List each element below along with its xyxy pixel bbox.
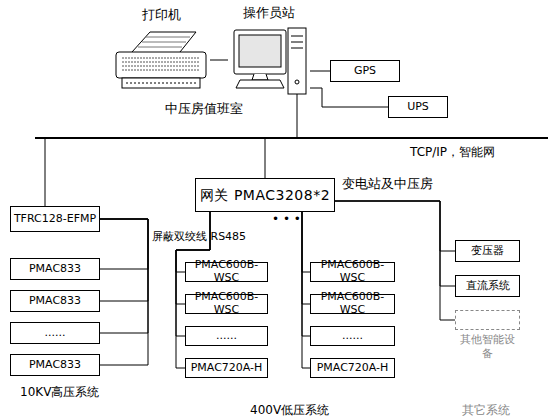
node-text: GPS xyxy=(354,65,376,78)
connector-line xyxy=(302,212,310,272)
annotation-label: 屏蔽双绞线 RS485 xyxy=(152,229,246,244)
drive-bays xyxy=(291,36,303,48)
printer-grille xyxy=(122,58,200,70)
annotation-label: TCP/IP，智能网 xyxy=(410,144,495,161)
node-text: ...... xyxy=(45,327,66,340)
printer-paper xyxy=(132,32,196,52)
node-text: PMAC833 xyxy=(29,295,81,308)
ups-box: UPS xyxy=(388,96,448,118)
gps-box: GPS xyxy=(330,60,400,82)
paper-lines xyxy=(138,37,190,47)
node-text: 其他智能设备 xyxy=(456,333,519,362)
tfrc-box: TFRC128-EFMP xyxy=(10,206,100,232)
node-text: 打印机 xyxy=(142,8,181,23)
connector-line xyxy=(310,88,388,107)
annotation-label: 中压房值班室 xyxy=(165,100,243,118)
device-box: PMAC833 xyxy=(10,354,100,376)
node-text: ...... xyxy=(216,330,237,343)
operator-station: 操作员站 xyxy=(228,6,310,96)
gateway-bus-drop xyxy=(265,138,266,178)
node-text: PMAC833 xyxy=(29,359,81,372)
node-text: PMAC600B-WSC xyxy=(311,259,394,284)
annotation-label: • • • xyxy=(272,212,301,226)
device-box: 变压器 xyxy=(455,240,520,262)
connector-line xyxy=(302,212,310,368)
node-text: PMAC600B-WSC xyxy=(311,291,394,316)
device-box: ...... xyxy=(185,326,268,346)
connector-line xyxy=(100,219,148,301)
printer-illustration xyxy=(116,32,206,88)
monitor-stand xyxy=(252,74,268,80)
node-text: ...... xyxy=(342,330,363,343)
node-text: PMAC720A-H xyxy=(191,362,263,375)
node-text: 网关 PMAC3208*2 xyxy=(200,187,330,203)
device-box: 直流系统 xyxy=(455,275,520,297)
network-lines xyxy=(35,94,548,206)
node-text: 变压器 xyxy=(471,245,504,258)
node-text: 直流系统 xyxy=(466,280,510,293)
monitor-screen xyxy=(239,35,281,67)
node-text: PMAC720A-H xyxy=(317,362,389,375)
tractor-holes xyxy=(126,83,196,84)
tcp-ip-bus xyxy=(35,137,548,139)
device-box: PMAC833 xyxy=(10,258,100,280)
annotation-label: 变电站及中压房 xyxy=(342,175,433,193)
device-box: ...... xyxy=(10,322,100,344)
printer-body xyxy=(116,52,206,78)
connector-line xyxy=(302,212,310,304)
node-text: PMAC600B-WSC xyxy=(186,291,267,316)
computer-illustration xyxy=(234,28,306,94)
node-text: UPS xyxy=(407,101,429,114)
device-box: PMAC720A-H xyxy=(185,358,268,378)
computer-tower xyxy=(288,28,306,94)
connector-line xyxy=(176,212,210,304)
annotation-label: 400V低压系统 xyxy=(250,402,329,419)
connector-line xyxy=(100,219,148,333)
device-box: PMAC600B-WSC xyxy=(310,262,395,282)
station-bus-drop xyxy=(297,94,298,138)
node-text: TFRC128-EFMP xyxy=(14,213,96,226)
connector-line xyxy=(302,212,310,336)
power-button xyxy=(295,80,299,84)
device-box: PMAC720A-H xyxy=(310,358,395,378)
connector-line xyxy=(210,60,228,61)
printer-node: 打印机 xyxy=(112,8,210,92)
device-box: ...... xyxy=(310,326,395,346)
connector-line xyxy=(335,201,455,251)
printer-base xyxy=(122,78,200,88)
gateway-box: 网关 PMAC3208*2 xyxy=(195,178,335,212)
device-box: PMAC833 xyxy=(10,290,100,312)
keyboard xyxy=(236,80,284,88)
connector-line xyxy=(100,219,148,269)
device-box: 其他智能设备 xyxy=(455,310,520,330)
node-text: 操作员站 xyxy=(243,6,295,21)
node-text: PMAC833 xyxy=(29,263,81,276)
connector-line xyxy=(310,71,330,72)
tfrc-bus-drop xyxy=(45,138,46,206)
connector-line xyxy=(100,219,148,365)
monitor xyxy=(234,30,286,74)
device-box: PMAC600B-WSC xyxy=(185,294,268,314)
device-box: PMAC600B-WSC xyxy=(310,294,395,314)
node-text: PMAC600B-WSC xyxy=(186,259,267,284)
annotation-label: 其它系统 xyxy=(462,402,510,419)
device-box: PMAC600B-WSC xyxy=(185,262,268,282)
annotation-label: 10KV高压系统 xyxy=(20,384,99,401)
